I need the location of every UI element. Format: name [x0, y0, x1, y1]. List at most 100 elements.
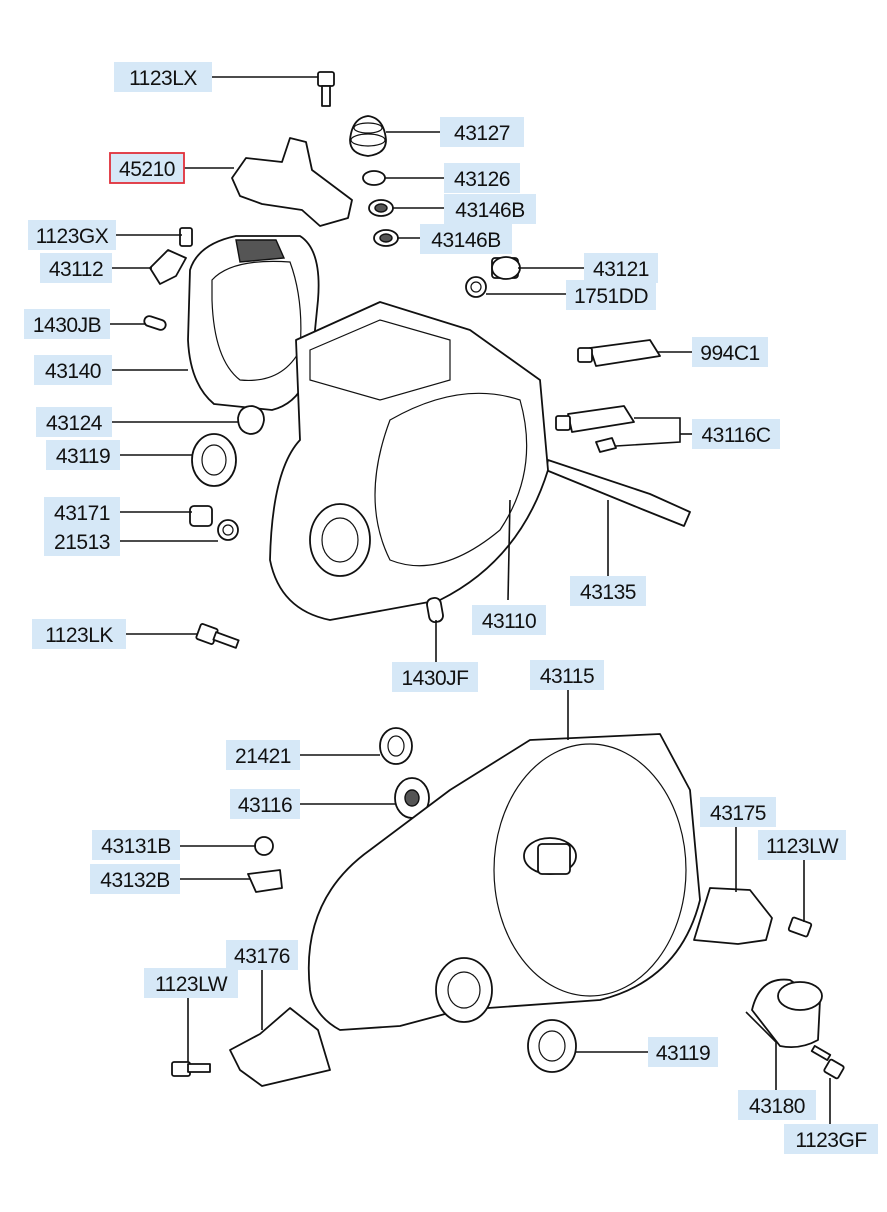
svg-text:1123LW: 1123LW	[155, 973, 228, 996]
label-43119-top[interactable]: 43119	[46, 440, 120, 470]
pin-1430JB-part	[143, 315, 167, 331]
label-43126[interactable]: 43126	[444, 163, 520, 193]
bushing-43146B-upper-part	[368, 199, 394, 217]
label-43171[interactable]: 43171	[44, 497, 120, 527]
svg-text:1123LW: 1123LW	[766, 835, 839, 858]
label-43140[interactable]: 43140	[34, 355, 112, 385]
pin-1430JF-part	[426, 597, 444, 623]
plug-43171-part	[189, 505, 213, 527]
label-43135[interactable]: 43135	[570, 576, 646, 606]
svg-text:43119: 43119	[656, 1042, 710, 1065]
label-43175[interactable]: 43175	[700, 797, 776, 827]
svg-text:43146B: 43146B	[455, 199, 524, 222]
seal-43119-bottom-part	[527, 1019, 577, 1073]
label-43132B[interactable]: 43132B	[90, 864, 180, 894]
svg-text:43176: 43176	[234, 945, 290, 968]
cap-43124-part	[237, 405, 265, 435]
label-43146B-lower[interactable]: 43146B	[420, 224, 512, 254]
bolt-1123GX-part	[179, 227, 193, 247]
svg-text:1123LK: 1123LK	[45, 624, 113, 647]
label-1123LK[interactable]: 1123LK	[32, 619, 126, 649]
label-43146B-upper[interactable]: 43146B	[444, 194, 536, 224]
svg-text:1751DD: 1751DD	[574, 285, 648, 308]
clip-43132B-part	[247, 869, 283, 893]
label-43127[interactable]: 43127	[440, 117, 524, 147]
svg-text:43110: 43110	[482, 610, 536, 633]
bushing-43146B-lower-part	[373, 229, 399, 247]
bracket-43176-part	[229, 1007, 331, 1087]
label-43110[interactable]: 43110	[472, 605, 546, 635]
svg-text:1430JF: 1430JF	[401, 667, 468, 690]
transaxle-case-43110-part	[269, 301, 549, 621]
label-21421[interactable]: 21421	[226, 740, 300, 770]
clip-43112-part	[149, 249, 187, 285]
svg-text:43115: 43115	[540, 665, 594, 688]
svg-text:43140: 43140	[45, 360, 101, 383]
svg-text:43180: 43180	[749, 1095, 805, 1118]
clutch-housing-43115-part	[307, 733, 701, 1031]
sealant-tube-994C1-part	[577, 339, 661, 367]
svg-text:21421: 21421	[235, 745, 291, 768]
svg-text:43124: 43124	[46, 412, 103, 435]
label-43112[interactable]: 43112	[40, 253, 112, 283]
gasket-strip-43135-part	[545, 459, 691, 527]
bolt-1123GF-part	[810, 1045, 845, 1080]
bolt-1123LW-left-part	[171, 1061, 211, 1077]
svg-text:43116: 43116	[238, 794, 292, 817]
svg-text:43132B: 43132B	[100, 869, 169, 892]
bracket-43175-part	[693, 887, 773, 945]
svg-text:43146B: 43146B	[431, 229, 500, 252]
label-43116C[interactable]: 43116C	[692, 419, 780, 449]
cover-43180-part	[751, 978, 823, 1049]
svg-text:1123GX: 1123GX	[36, 225, 109, 248]
svg-text:43116C: 43116C	[701, 424, 770, 447]
label-43131B[interactable]: 43131B	[92, 830, 180, 860]
svg-text:43112: 43112	[49, 258, 103, 281]
svg-text:1430JB: 1430JB	[33, 314, 101, 337]
svg-text:43131B: 43131B	[101, 835, 170, 858]
label-994C1[interactable]: 994C1	[692, 337, 768, 367]
label-1123LW-right[interactable]: 1123LW	[758, 830, 846, 860]
seal-21421-part	[379, 727, 413, 765]
svg-text:1123GF: 1123GF	[795, 1129, 866, 1152]
label-43115[interactable]: 43115	[530, 660, 604, 690]
svg-text:43121: 43121	[593, 258, 649, 281]
label-1751DD[interactable]: 1751DD	[566, 280, 656, 310]
svg-text:43135: 43135	[580, 581, 636, 604]
label-1123GF[interactable]: 1123GF	[784, 1124, 878, 1154]
svg-text:43119: 43119	[56, 445, 110, 468]
label-21513[interactable]: 21513	[44, 526, 120, 556]
svg-text:45210: 45210	[119, 158, 175, 181]
boot-43127-part	[349, 115, 387, 157]
plug-43131B-part	[254, 836, 274, 856]
label-43116[interactable]: 43116	[230, 789, 300, 819]
label-1123GX[interactable]: 1123GX	[28, 220, 116, 250]
label-43176[interactable]: 43176	[226, 940, 298, 970]
label-43121[interactable]: 43121	[584, 253, 658, 283]
label-43124[interactable]: 43124	[36, 407, 112, 437]
label-1123LW-left[interactable]: 1123LW	[144, 968, 238, 998]
label-45210[interactable]: 45210	[109, 152, 185, 184]
svg-text:43126: 43126	[454, 168, 510, 191]
svg-text:1123LX: 1123LX	[129, 67, 197, 90]
seal-43116-part	[394, 777, 430, 819]
label-43180[interactable]: 43180	[738, 1090, 816, 1120]
leader-lines	[110, 76, 831, 1124]
housing-43140-part	[187, 235, 320, 411]
bracket-45210-part	[231, 137, 353, 227]
bolt-1123LW-right-part	[787, 916, 813, 938]
washer-21513-part	[217, 519, 239, 541]
bolt-1123LK-part	[195, 623, 240, 649]
ring-43126-part	[362, 170, 386, 186]
washer-1751DD-part	[465, 276, 487, 298]
tube-43116C-part	[555, 405, 635, 453]
label-1123LX[interactable]: 1123LX	[114, 62, 212, 92]
svg-text:994C1: 994C1	[700, 342, 759, 365]
svg-text:43171: 43171	[54, 502, 110, 525]
label-43119-bottom[interactable]: 43119	[648, 1037, 718, 1067]
label-1430JF[interactable]: 1430JF	[392, 662, 478, 692]
svg-text:43127: 43127	[454, 122, 510, 145]
label-1430JB[interactable]: 1430JB	[24, 309, 110, 339]
plug-43121-part	[491, 256, 521, 280]
